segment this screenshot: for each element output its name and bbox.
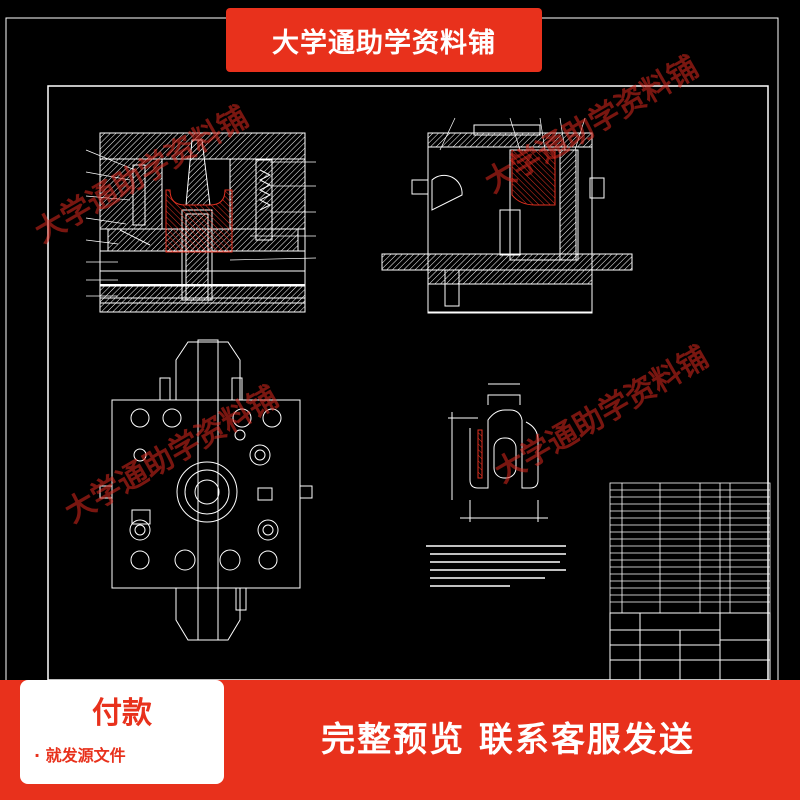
front-leader-lines	[85, 149, 317, 297]
shop-name-banner: 大学通助学资料铺	[226, 8, 542, 72]
part-detail-view	[448, 383, 548, 522]
contact-banner-text: 完整预览 联系客服发送	[321, 720, 695, 760]
parts-list-table	[609, 482, 771, 614]
technical-notes	[426, 545, 566, 587]
pay-title: 付款	[92, 696, 152, 731]
side-section-view	[381, 124, 633, 314]
outer-frame	[5, 17, 779, 685]
pay-subtitle: · 就发源文件	[34, 746, 126, 765]
pay-card[interactable]: 付款 · 就发源文件	[20, 680, 224, 784]
title-block	[609, 612, 771, 681]
plan-view	[99, 339, 313, 641]
front-section-view	[99, 132, 306, 313]
shop-name: 大学通助学资料铺	[272, 27, 496, 59]
side-leader-lines	[439, 117, 586, 151]
